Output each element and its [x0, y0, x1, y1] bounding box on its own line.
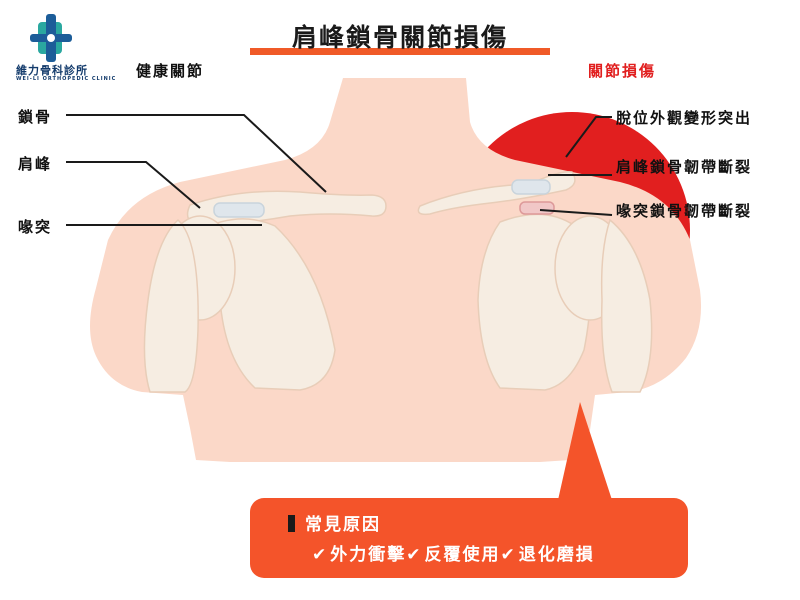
healthy-joint-heading: 健康關節 [136, 62, 205, 80]
check-icon: ✔ [406, 545, 423, 565]
label-cc-ligament-tear: 喙突鎖骨韌帶斷裂 [616, 202, 753, 220]
callout-tail [558, 402, 612, 500]
cause-item: 退化磨損 [518, 545, 595, 565]
pointer-lines [66, 114, 613, 226]
clinic-subtitle: WEI-LI ORTHOPEDIC CLINIC [16, 76, 117, 82]
label-clavicle: 鎖骨 [18, 108, 53, 126]
causes-heading: 常見原因 [288, 510, 381, 535]
title-underline [250, 48, 550, 55]
label-acromion: 肩峰 [18, 155, 53, 173]
label-ac-ligament-tear: 肩峰鎖骨韌帶斷裂 [616, 158, 753, 176]
clinic-name: 維力骨科診所 [16, 64, 88, 77]
heading-marker [288, 515, 295, 532]
healthy-joint-bones [143, 190, 387, 393]
injured-joint-bones [417, 171, 653, 393]
check-icon: ✔ [500, 545, 517, 565]
causes-box [250, 498, 688, 578]
clinic-logo-icon [30, 14, 72, 62]
dislocation-pointer [565, 116, 612, 158]
causes-heading-text: 常見原因 [305, 515, 381, 535]
causes-list: ✔外力衝擊✔反覆使用✔退化磨損 [312, 540, 595, 565]
injured-joint-heading: 關節損傷 [588, 62, 657, 80]
check-icon: ✔ [312, 545, 329, 565]
page-title: 肩峰鎖骨關節損傷 [291, 23, 508, 52]
acromion-pointer [66, 161, 201, 209]
label-coracoid: 喙突 [18, 218, 53, 236]
clavicle-pointer [66, 114, 327, 193]
cause-item: 外力衝擊 [330, 545, 407, 565]
label-dislocation: 脫位外觀變形突出 [616, 109, 753, 127]
cause-item: 反覆使用 [424, 545, 501, 565]
cc-ligament-pointer [539, 209, 613, 216]
